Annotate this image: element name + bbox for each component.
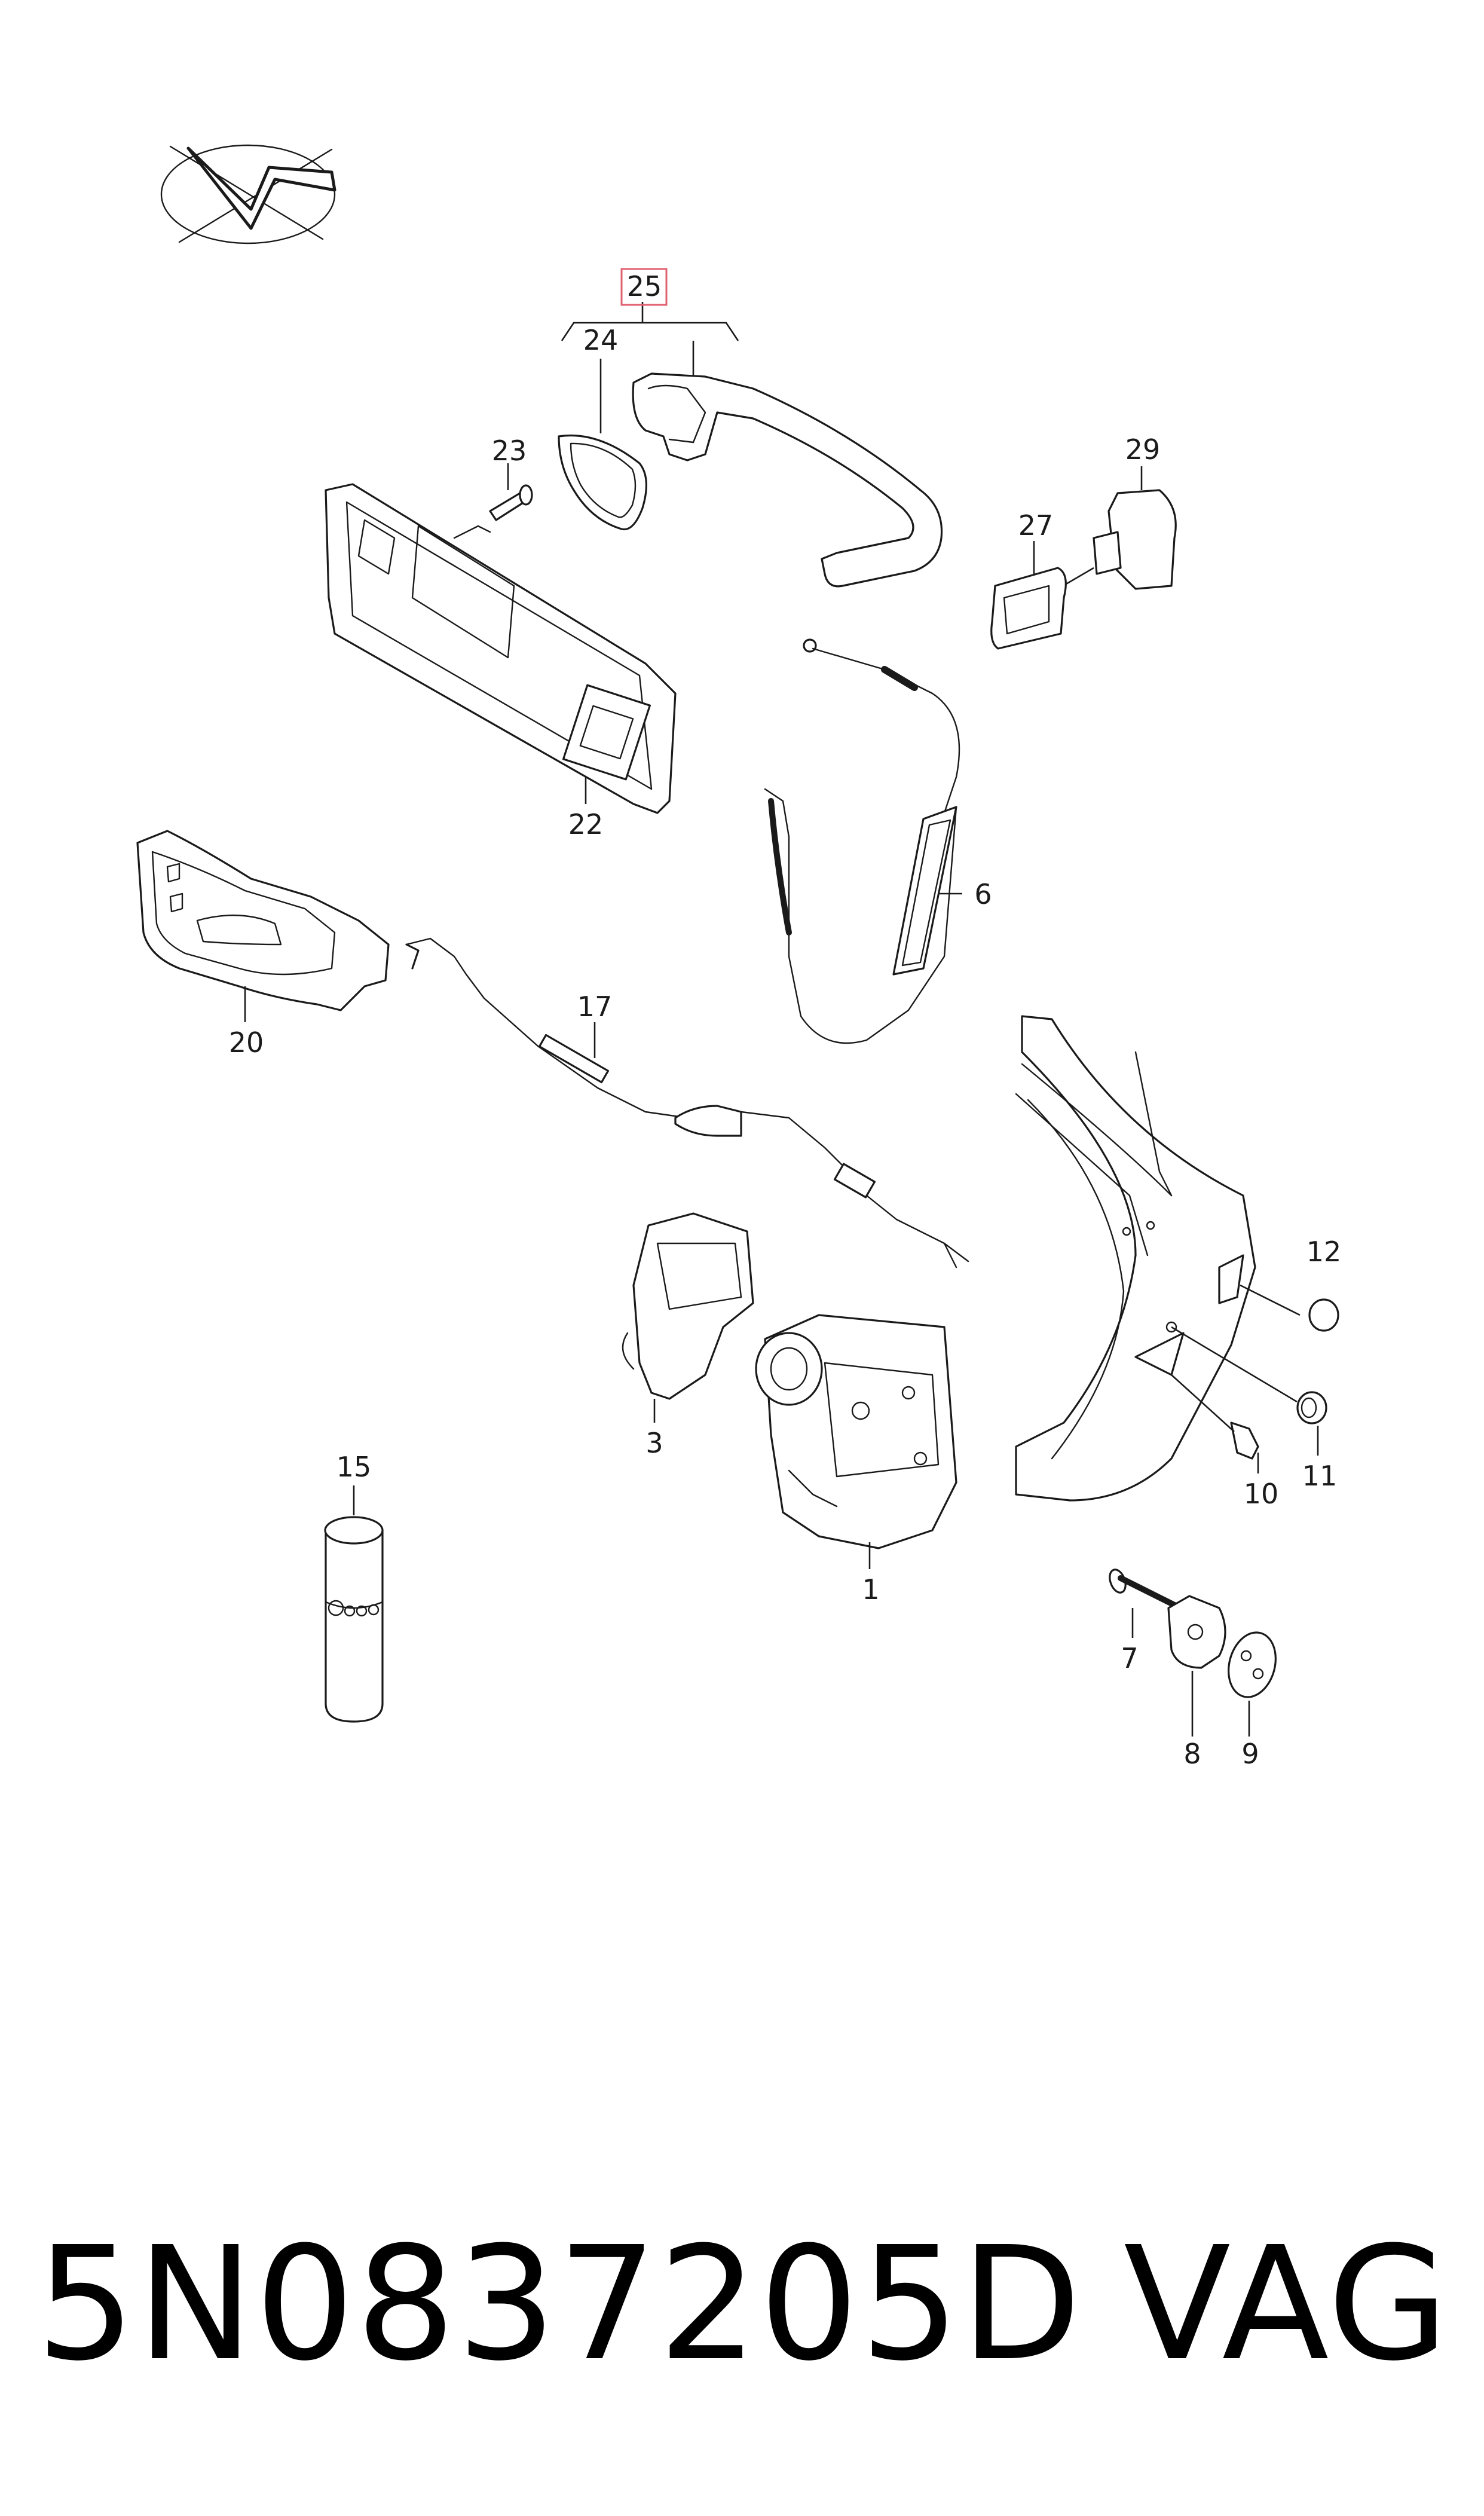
callout-1: 1 bbox=[862, 1573, 879, 1606]
door-frame-panel bbox=[1015, 1015, 1256, 1502]
part-number: 5N0837205D bbox=[36, 2213, 1082, 2395]
striker-plate-8 bbox=[1167, 1595, 1226, 1737]
callout-24: 24 bbox=[583, 324, 619, 356]
callout-17: 17 bbox=[577, 990, 613, 1023]
callout-11: 11 bbox=[1302, 1460, 1338, 1492]
cap-29 bbox=[1057, 466, 1177, 590]
callout-9: 9 bbox=[1241, 1738, 1259, 1770]
shim-9 bbox=[1228, 1631, 1277, 1737]
striker-bolt-7 bbox=[1109, 1569, 1177, 1638]
callout-10: 10 bbox=[1244, 1478, 1279, 1510]
seal-27 bbox=[990, 541, 1067, 650]
callout-6: 6 bbox=[974, 878, 992, 910]
callout-23: 23 bbox=[492, 435, 527, 467]
orientation-symbol-icon bbox=[160, 144, 336, 244]
callout-25: 25 bbox=[627, 270, 662, 302]
door-lock-1 bbox=[755, 1314, 957, 1569]
callout-3: 3 bbox=[645, 1427, 663, 1459]
handle-carrier-22 bbox=[325, 483, 677, 814]
spray-can-15 bbox=[324, 1485, 384, 1723]
callout-12: 12 bbox=[1306, 1236, 1342, 1268]
callout-29: 29 bbox=[1125, 433, 1161, 466]
cable-17 bbox=[405, 937, 969, 1268]
grommet-11 bbox=[1171, 1326, 1327, 1456]
callout-8: 8 bbox=[1183, 1738, 1201, 1770]
latch-cover-3 bbox=[622, 1212, 754, 1423]
bolt-10 bbox=[1171, 1374, 1259, 1473]
callout-27: 27 bbox=[1018, 509, 1054, 542]
gasket-24-shape bbox=[558, 434, 647, 531]
cable-6 bbox=[764, 638, 962, 1044]
callout-20: 20 bbox=[229, 1026, 264, 1059]
brand-name: VAG bbox=[1124, 2213, 1450, 2395]
door-handle-shape bbox=[632, 372, 943, 588]
callout-15: 15 bbox=[336, 1451, 372, 1483]
callout-25-highlight bbox=[620, 268, 668, 306]
bolt-23 bbox=[489, 463, 533, 521]
cap-12 bbox=[1240, 1284, 1339, 1332]
callout-22: 22 bbox=[568, 808, 604, 840]
outer-door-handle-assembly bbox=[558, 302, 943, 588]
callout-7: 7 bbox=[1121, 1642, 1138, 1674]
inner-door-handle-20 bbox=[136, 830, 390, 1022]
